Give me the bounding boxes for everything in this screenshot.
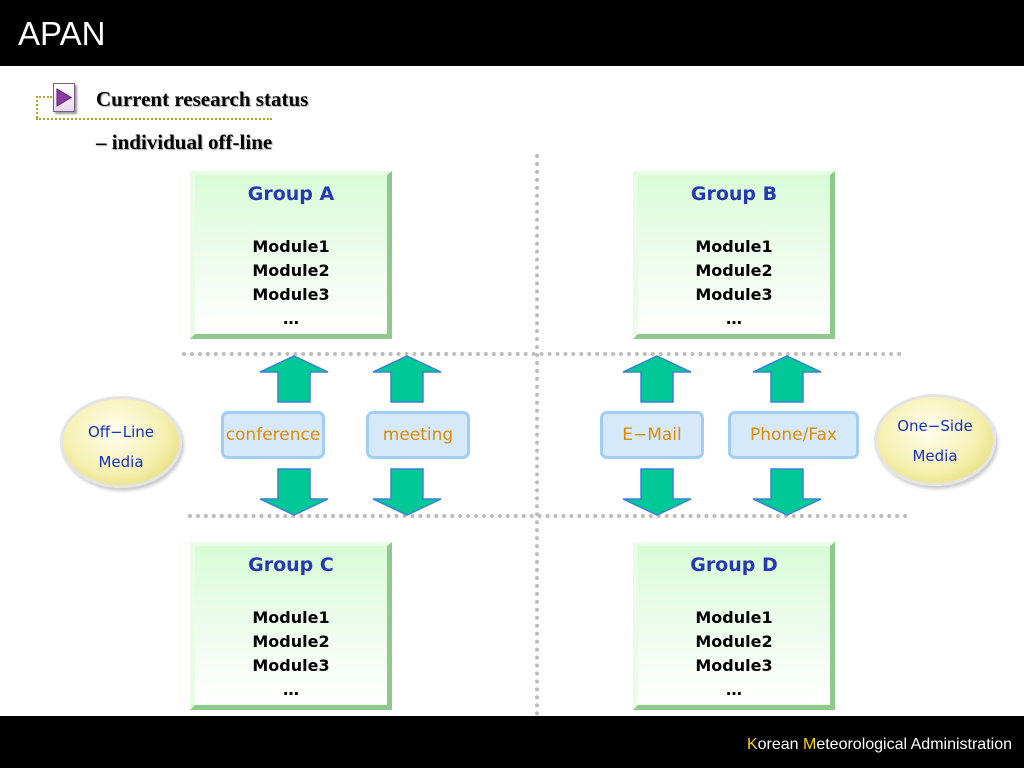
group-title: Group C bbox=[248, 554, 334, 576]
ellipse-line-2: Media bbox=[98, 453, 144, 471]
group-title: Group A bbox=[247, 183, 335, 205]
module-item: Module1 bbox=[252, 608, 330, 627]
module-item: Module3 bbox=[695, 285, 773, 304]
footer-bar: Korean Meteorological Administration bbox=[0, 716, 1024, 768]
ellipse-line-2: Media bbox=[912, 447, 958, 465]
slide-title: APAN bbox=[18, 15, 106, 52]
module-item: Module3 bbox=[252, 285, 330, 304]
media-meeting: meeting bbox=[366, 411, 470, 459]
arrow-up-icon bbox=[622, 355, 692, 403]
media-phone-fax: Phone/Fax bbox=[728, 411, 859, 459]
arrow-up-icon bbox=[372, 355, 442, 403]
ellipse-line-1: Off−Line bbox=[88, 423, 154, 441]
group-d-box: Group D Module1 Module2 Module3 … bbox=[633, 542, 835, 710]
group-title: Group B bbox=[690, 183, 778, 205]
heading-line-2: – individual off-line bbox=[96, 130, 273, 154]
module-item: Module1 bbox=[695, 608, 773, 627]
upper-divider bbox=[182, 352, 902, 356]
oneside-media-label: One−Side Media bbox=[874, 394, 996, 486]
module-item: … bbox=[283, 680, 299, 699]
arrow-up-icon bbox=[259, 355, 329, 403]
group-c-box: Group C Module1 Module2 Module3 … bbox=[190, 542, 392, 710]
organization-name: Korean Meteorological Administration bbox=[747, 736, 1012, 754]
module-item: Module3 bbox=[695, 656, 773, 675]
footer-initial: K bbox=[746, 736, 758, 753]
module-list: Module1 Module2 Module3 … bbox=[638, 606, 830, 702]
arrow-up-icon bbox=[752, 355, 822, 403]
media-email: E−Mail bbox=[600, 411, 704, 459]
module-list: Module1 Module2 Module3 … bbox=[195, 235, 387, 331]
footer-initial: M bbox=[803, 736, 817, 753]
bullet-connector bbox=[36, 96, 52, 98]
vertical-divider bbox=[535, 154, 539, 716]
module-item: Module2 bbox=[695, 632, 773, 651]
module-item: Module2 bbox=[695, 261, 773, 280]
footer-text: orean bbox=[757, 736, 803, 753]
module-item: Module1 bbox=[252, 237, 330, 256]
group-a-box: Group A Module1 Module2 Module3 … bbox=[190, 171, 392, 339]
lower-divider bbox=[188, 514, 908, 518]
footer-text: eteorological Administration bbox=[816, 736, 1012, 753]
module-item: … bbox=[726, 680, 742, 699]
module-item: Module3 bbox=[252, 656, 330, 675]
arrow-down-icon bbox=[259, 468, 329, 516]
group-b-box: Group B Module1 Module2 Module3 … bbox=[633, 171, 835, 339]
offline-media-label: Off−Line Media bbox=[60, 396, 182, 488]
module-item: Module1 bbox=[695, 237, 773, 256]
ellipse-line-1: One−Side bbox=[897, 417, 973, 435]
module-item: … bbox=[726, 309, 742, 328]
module-item: Module2 bbox=[252, 261, 330, 280]
group-title: Group D bbox=[690, 554, 778, 576]
module-item: Module2 bbox=[252, 632, 330, 651]
heading-underline bbox=[36, 118, 272, 120]
media-conference: conference bbox=[221, 411, 325, 459]
arrow-down-icon bbox=[372, 468, 442, 516]
module-item: … bbox=[283, 309, 299, 328]
arrow-down-icon bbox=[752, 468, 822, 516]
module-list: Module1 Module2 Module3 … bbox=[638, 235, 830, 331]
module-list: Module1 Module2 Module3 … bbox=[195, 606, 387, 702]
arrow-down-icon bbox=[622, 468, 692, 516]
heading-line-1: Current research status bbox=[96, 87, 309, 111]
bullet-connector bbox=[36, 96, 38, 118]
play-triangle-icon bbox=[53, 83, 75, 112]
header-bar: APAN bbox=[0, 0, 1024, 66]
